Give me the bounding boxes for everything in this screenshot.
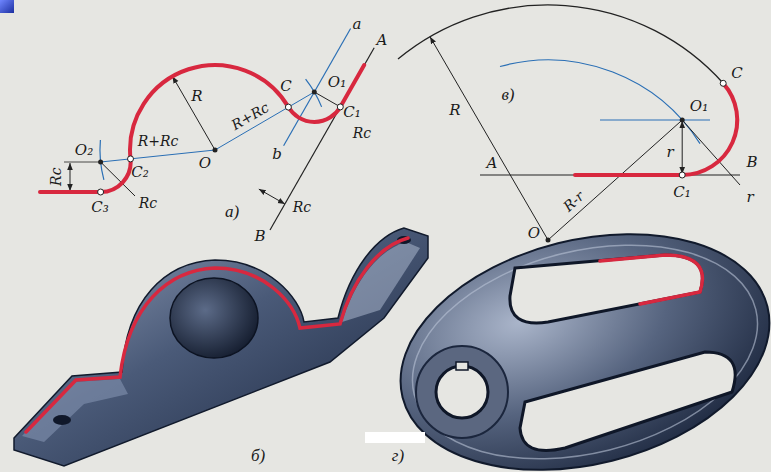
drawing-label: A: [487, 155, 498, 172]
keyway: [456, 362, 468, 370]
center-line: [215, 92, 314, 150]
drawing-label: C: [280, 78, 291, 95]
part-face: [22, 379, 128, 442]
figure-a: [40, 29, 374, 231]
drawing-label: Rc: [48, 168, 63, 186]
conjugation-contour: [40, 65, 364, 192]
drawing-label: C₁: [343, 104, 361, 121]
profile-contour: [600, 255, 702, 304]
drawing-label: R-r: [561, 189, 588, 215]
center-point: [98, 160, 103, 165]
drawing-label: O₂: [75, 142, 93, 159]
drawing-label: R+Rc: [229, 100, 272, 134]
panel-letter: в): [501, 86, 514, 105]
center-line: [548, 120, 682, 240]
dimension-line: [70, 163, 71, 191]
drawing-label: C₁: [673, 184, 691, 201]
tangent-point: [128, 156, 134, 162]
drawing-label: Rc: [139, 196, 157, 211]
drawing-label: Rc: [293, 200, 311, 215]
drawing-label: O₁: [328, 74, 346, 91]
dimension-line: [682, 121, 683, 174]
bracket-part: [14, 228, 428, 466]
drawing-label: r: [746, 189, 753, 206]
drawing-label: Rc: [353, 126, 371, 141]
given-arc: [398, 5, 723, 83]
panel-letter: г): [392, 447, 404, 466]
drawing-label: C₃: [91, 199, 109, 216]
drawing-label: B: [254, 228, 265, 245]
drawing-label: R+Rc: [138, 134, 179, 149]
drawing-label: C₂: [131, 164, 149, 181]
white-patch: [365, 432, 425, 443]
panel-letter: б): [251, 447, 265, 466]
panel-letter: а): [225, 203, 239, 222]
plate-part: [375, 198, 771, 472]
center-point: [680, 118, 685, 123]
part-body: [14, 228, 428, 466]
drawing-label: R: [191, 88, 202, 105]
hub-boss: [416, 346, 508, 438]
tangent-point: [98, 189, 104, 195]
drawing-label: O: [199, 155, 211, 172]
tangent-point: [337, 104, 343, 110]
tangent-point: [679, 172, 685, 178]
drawing-label: O: [528, 225, 540, 242]
corner-tag: [0, 0, 14, 13]
center-line: [101, 150, 215, 162]
bolt-hole: [53, 415, 71, 425]
drawing-label: C: [731, 65, 742, 82]
drawing-label: R: [449, 102, 460, 119]
slot-opening: [520, 352, 735, 451]
figure-v: [398, 5, 740, 243]
drawing-label: r: [666, 144, 673, 161]
drawing-label: b: [272, 146, 282, 163]
center-point: [213, 148, 218, 153]
drawing-label: O₁: [690, 98, 708, 115]
parallel-line: [600, 119, 710, 120]
radius-line: [173, 76, 216, 150]
tangent-point: [720, 80, 726, 86]
drawing-label: a: [353, 16, 362, 33]
plate-body: [375, 198, 771, 472]
profile-contour: [26, 238, 408, 432]
parallel-line: [284, 29, 351, 146]
radius-line: [314, 92, 340, 107]
bore-hole: [170, 278, 258, 358]
slot-opening: [510, 255, 703, 323]
shaft-hole: [436, 366, 488, 418]
center-point: [546, 238, 551, 243]
drawing-label: A: [377, 32, 388, 49]
dimension-line: [259, 189, 285, 204]
radius-line: [430, 37, 548, 240]
extension-line: [64, 162, 101, 163]
tangent-point: [285, 104, 291, 110]
conjugation-contour: [575, 83, 737, 175]
plate-rim: [390, 211, 771, 472]
center-point: [312, 90, 317, 95]
locus-arc: [306, 79, 322, 107]
drawing-label: B: [746, 154, 757, 171]
